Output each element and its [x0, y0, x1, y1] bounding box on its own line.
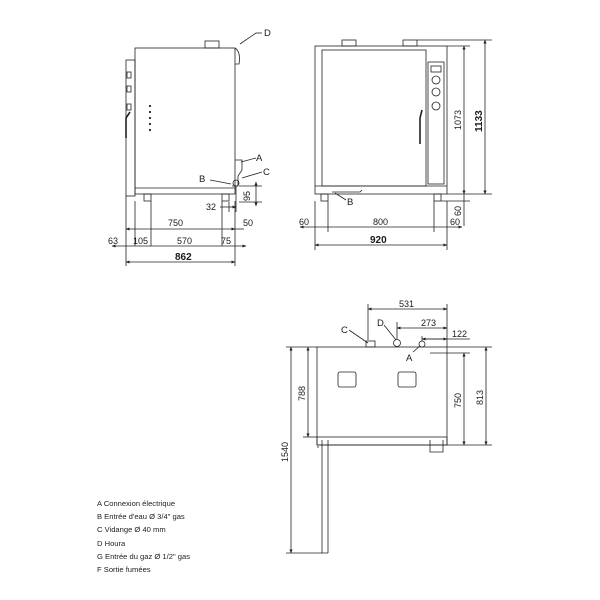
side-leader-b — [209, 179, 232, 185]
side-marker-c: C — [263, 167, 270, 178]
top-vent-right — [397, 371, 417, 388]
front-foot-left — [320, 193, 329, 202]
side-dim-50: 50 — [243, 218, 253, 228]
legend-item-c: C Vidange Ø 40 mm — [97, 525, 166, 535]
legend-item-d: D Houra — [97, 538, 126, 548]
top-dim-750: 750 — [453, 393, 463, 408]
side-dim-862: 862 — [175, 252, 192, 263]
top-door-arc — [317, 440, 444, 453]
side-dot-1 — [148, 104, 152, 108]
front-drain-pipe — [332, 189, 363, 193]
top-view-labels: C D A 531 273 122 788 750 813 1540 — [280, 299, 485, 462]
front-marker-b: B — [347, 197, 353, 208]
top-dim-273: 273 — [421, 318, 436, 328]
side-view-labels: D A C B 95 32 750 50 63 105 570 75 862 — [108, 28, 271, 263]
front-dim-800: 800 — [373, 217, 388, 227]
legend-item-f: F Sortie fumées — [97, 565, 151, 575]
front-control-panel — [427, 61, 445, 185]
front-dim-60-right: 60 — [453, 206, 463, 216]
legend-item-g: G Entrée du gaz Ø 1/2" gas — [97, 551, 191, 561]
side-leader-d — [239, 32, 257, 45]
front-dim-60-left: 60 — [299, 217, 309, 227]
side-dim-63: 63 — [108, 236, 118, 246]
side-leader-a — [240, 157, 257, 163]
side-dot-2 — [148, 110, 152, 114]
front-knob-3 — [431, 101, 441, 111]
side-dim-75: 75 — [221, 236, 231, 246]
side-marker-a: A — [256, 153, 263, 164]
top-dim-788: 788 — [297, 386, 307, 401]
top-dim-1540: 1540 — [280, 442, 290, 462]
top-leader-a — [412, 345, 421, 353]
legend-item-b: B Entrée d'eau Ø 3/4" gas — [97, 512, 185, 522]
side-body — [134, 47, 236, 195]
side-view — [111, 32, 263, 266]
front-door — [321, 49, 427, 187]
front-display — [430, 65, 442, 73]
top-dim-122: 122 — [452, 329, 467, 339]
side-dim-105: 105 — [133, 236, 148, 246]
side-dot-5 — [148, 128, 152, 132]
side-foot-right — [221, 193, 230, 202]
side-door-knob-2 — [126, 85, 132, 93]
top-vent-left — [337, 371, 357, 388]
top-dim-813: 813 — [475, 390, 485, 405]
top-leader-d — [383, 324, 397, 341]
front-handle — [419, 109, 423, 144]
side-dot-3 — [148, 116, 152, 120]
front-dim-60-bottom: 60 — [450, 217, 460, 227]
top-conn-c — [365, 340, 376, 348]
side-top-vent — [204, 40, 220, 49]
side-door-knob-1 — [126, 71, 132, 79]
top-body — [316, 346, 448, 446]
legend-item-a: A Connexion électrique — [97, 499, 176, 508]
side-dim-750: 750 — [168, 218, 183, 228]
front-leader-b — [334, 192, 347, 201]
front-knob-2 — [431, 87, 441, 97]
front-dim-1073: 1073 — [453, 110, 463, 130]
side-marker-d: D — [264, 28, 271, 39]
front-view — [299, 39, 492, 250]
side-dim-95: 95 — [242, 191, 252, 201]
front-body — [314, 45, 448, 195]
top-view — [286, 304, 492, 554]
top-conn-d — [393, 339, 401, 347]
front-dim-1133: 1133 — [474, 110, 485, 132]
top-marker-c: C — [341, 325, 348, 336]
side-marker-b: B — [199, 174, 205, 185]
front-top-vent-right — [402, 39, 418, 47]
top-dim-531: 531 — [399, 299, 414, 309]
top-marker-a: A — [406, 353, 413, 364]
side-foot-left — [143, 193, 152, 202]
side-handle — [125, 111, 131, 138]
top-door-rail — [321, 440, 329, 553]
side-leader-c — [241, 171, 263, 179]
front-foot-right — [433, 193, 442, 202]
front-knob-1 — [431, 75, 441, 85]
side-dim-32: 32 — [206, 202, 216, 212]
side-dot-4 — [148, 122, 152, 126]
top-front-panel — [316, 436, 448, 446]
side-door-panel — [125, 59, 136, 197]
side-door-knob-3 — [126, 103, 132, 111]
legend: A Connexion électrique B Entrée d'eau Ø … — [97, 497, 190, 576]
front-top-vent-left — [341, 39, 357, 47]
top-marker-d: D — [377, 318, 384, 329]
top-leader-c — [348, 329, 369, 344]
side-dim-570: 570 — [177, 236, 192, 246]
side-flue-pipe — [234, 47, 240, 65]
front-dim-920: 920 — [370, 235, 387, 246]
front-view-labels: B 1133 1073 60 60 800 60 920 — [299, 110, 485, 246]
